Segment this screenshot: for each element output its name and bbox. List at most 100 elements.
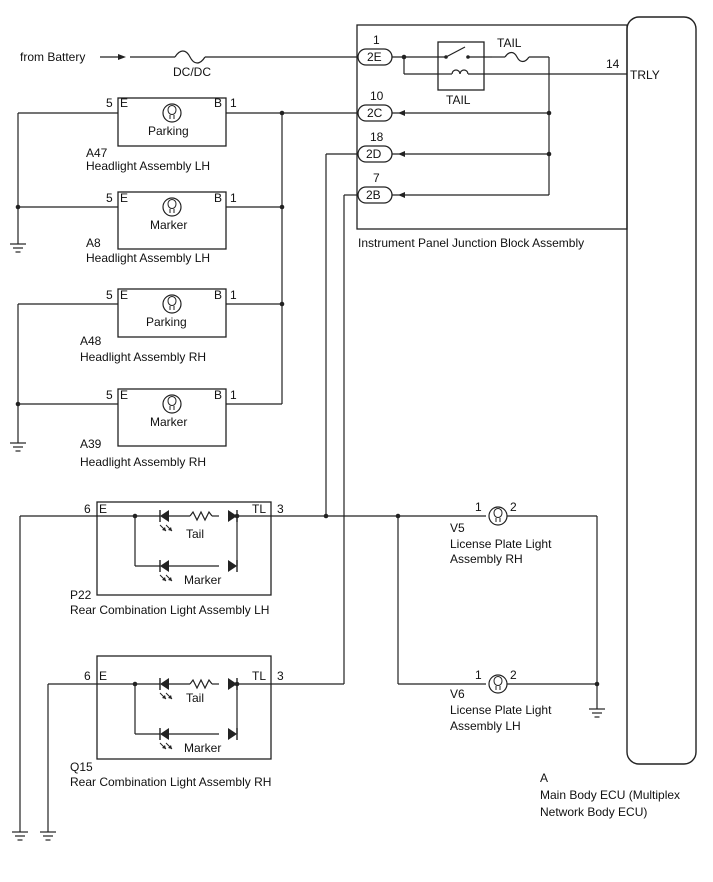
marker-led-icon (227, 559, 238, 573)
svg-text:E: E (120, 96, 128, 110)
tail-relay-icon (437, 41, 485, 91)
svg-text:Marker: Marker (150, 415, 187, 429)
battery-label: from Battery (20, 50, 85, 64)
svg-text:6: 6 (84, 502, 91, 516)
svg-text:Headlight Assembly LH: Headlight Assembly LH (86, 159, 210, 173)
marker-led-icon (227, 727, 238, 741)
connector-2c: 10 2C (357, 89, 393, 122)
svg-text:V6: V6 (450, 687, 465, 701)
svg-text:5: 5 (106, 191, 113, 205)
svg-text:A39: A39 (80, 437, 102, 451)
svg-text:Parking: Parking (148, 124, 189, 138)
svg-text:Rear Combination Light Assembl: Rear Combination Light Assembly LH (70, 603, 269, 617)
trly-label: TRLY (630, 68, 660, 82)
svg-text:2B: 2B (366, 188, 381, 202)
svg-text:Assembly LH: Assembly LH (450, 719, 521, 733)
svg-text:License Plate Light: License Plate Light (450, 537, 552, 551)
svg-text:5: 5 (106, 288, 113, 302)
battery-arrow-icon (118, 54, 126, 60)
ecu-name-line1: Main Body ECU (Multiplex (540, 788, 680, 802)
light-rays-icon (159, 692, 173, 700)
headlight-a48: Parking E B 5 1 A48 Headlight Assembly R… (80, 288, 237, 364)
svg-text:3: 3 (277, 502, 284, 516)
svg-text:Marker: Marker (150, 218, 187, 232)
ground-icon (588, 702, 606, 718)
ground-icon (9, 436, 27, 452)
light-rays-icon (159, 574, 173, 582)
resistor-icon (189, 678, 213, 690)
svg-text:Rear Combination Light Assembl: Rear Combination Light Assembly RH (70, 775, 271, 789)
tail-led-icon (159, 677, 170, 691)
svg-text:Marker: Marker (184, 573, 221, 587)
svg-text:B: B (214, 388, 222, 402)
ground-icon (9, 237, 27, 253)
ecu-ref: A (540, 771, 548, 785)
main-body-ecu-box (626, 16, 697, 765)
trly-pin: 14 (606, 57, 620, 71)
svg-text:1: 1 (230, 288, 237, 302)
svg-text:License Plate Light: License Plate Light (450, 703, 552, 717)
marker-led-icon (159, 727, 170, 741)
svg-text:TL: TL (252, 502, 266, 516)
light-rays-icon (159, 524, 173, 532)
svg-text:Tail: Tail (186, 691, 204, 705)
svg-text:E: E (120, 288, 128, 302)
svg-text:5: 5 (106, 388, 113, 402)
ground-icon (11, 825, 29, 841)
junction-block-label: Instrument Panel Junction Block Assembly (358, 236, 584, 250)
tail-relay-label: TAIL (446, 93, 471, 107)
svg-text:B: B (214, 191, 222, 205)
svg-text:A48: A48 (80, 334, 102, 348)
svg-text:B: B (214, 96, 222, 110)
svg-text:Assembly RH: Assembly RH (450, 552, 523, 566)
svg-text:10: 10 (370, 89, 384, 103)
svg-text:2: 2 (510, 668, 517, 682)
svg-text:1: 1 (230, 191, 237, 205)
license-light-v6: 1 2 V6 License Plate Light Assembly LH (450, 668, 552, 733)
connector-2e: 1 2E (357, 33, 393, 66)
svg-text:E: E (99, 502, 107, 516)
svg-text:A8: A8 (86, 236, 101, 250)
dcdc-fuse-icon (174, 50, 206, 64)
marker-led-icon (159, 559, 170, 573)
connector-2d: 18 2D (357, 130, 393, 163)
rear-light-p22: E TL 6 3 P22 Rear Combination Light Asse… (70, 501, 284, 617)
headlight-a47: Parking E B 5 1 A47 Headlight Assembly L… (86, 96, 237, 173)
svg-text:A47: A47 (86, 146, 108, 160)
svg-text:P22: P22 (70, 588, 92, 602)
svg-text:E: E (120, 388, 128, 402)
svg-text:18: 18 (370, 130, 384, 144)
svg-text:Parking: Parking (146, 315, 187, 329)
svg-text:6: 6 (84, 669, 91, 683)
svg-text:B: B (214, 288, 222, 302)
svg-text:Tail: Tail (186, 527, 204, 541)
svg-text:V5: V5 (450, 521, 465, 535)
junction-block-box (356, 24, 628, 230)
svg-text:5: 5 (106, 96, 113, 110)
svg-text:7: 7 (373, 171, 380, 185)
license-light-v5: 1 2 V5 License Plate Light Assembly RH (450, 500, 552, 566)
svg-text:Headlight Assembly RH: Headlight Assembly RH (80, 455, 206, 469)
svg-text:1: 1 (230, 388, 237, 402)
svg-text:TL: TL (252, 669, 266, 683)
svg-text:Headlight Assembly RH: Headlight Assembly RH (80, 350, 206, 364)
svg-text:2C: 2C (367, 106, 383, 120)
svg-text:3: 3 (277, 669, 284, 683)
light-rays-icon (159, 742, 173, 750)
svg-text:1: 1 (230, 96, 237, 110)
svg-text:2: 2 (510, 500, 517, 514)
svg-text:2D: 2D (366, 147, 382, 161)
svg-text:1: 1 (373, 33, 380, 47)
ground-icon (39, 825, 57, 841)
tail-led-icon (159, 509, 170, 523)
headlight-a39: Marker E B 5 1 A39 Headlight Assembly RH (80, 388, 237, 469)
dcdc-fuse-label: DC/DC (173, 65, 211, 79)
svg-text:E: E (120, 191, 128, 205)
headlight-a8: Marker E B 5 1 A8 Headlight Assembly LH (86, 191, 237, 265)
connector-2b: 7 2B (357, 171, 393, 204)
svg-text:Q15: Q15 (70, 760, 93, 774)
resistor-icon (189, 510, 213, 522)
tail-fuse-icon (504, 51, 530, 63)
rear-light-q15: E TL 6 3 Q15 Rear Combination Light Asse… (70, 655, 284, 789)
